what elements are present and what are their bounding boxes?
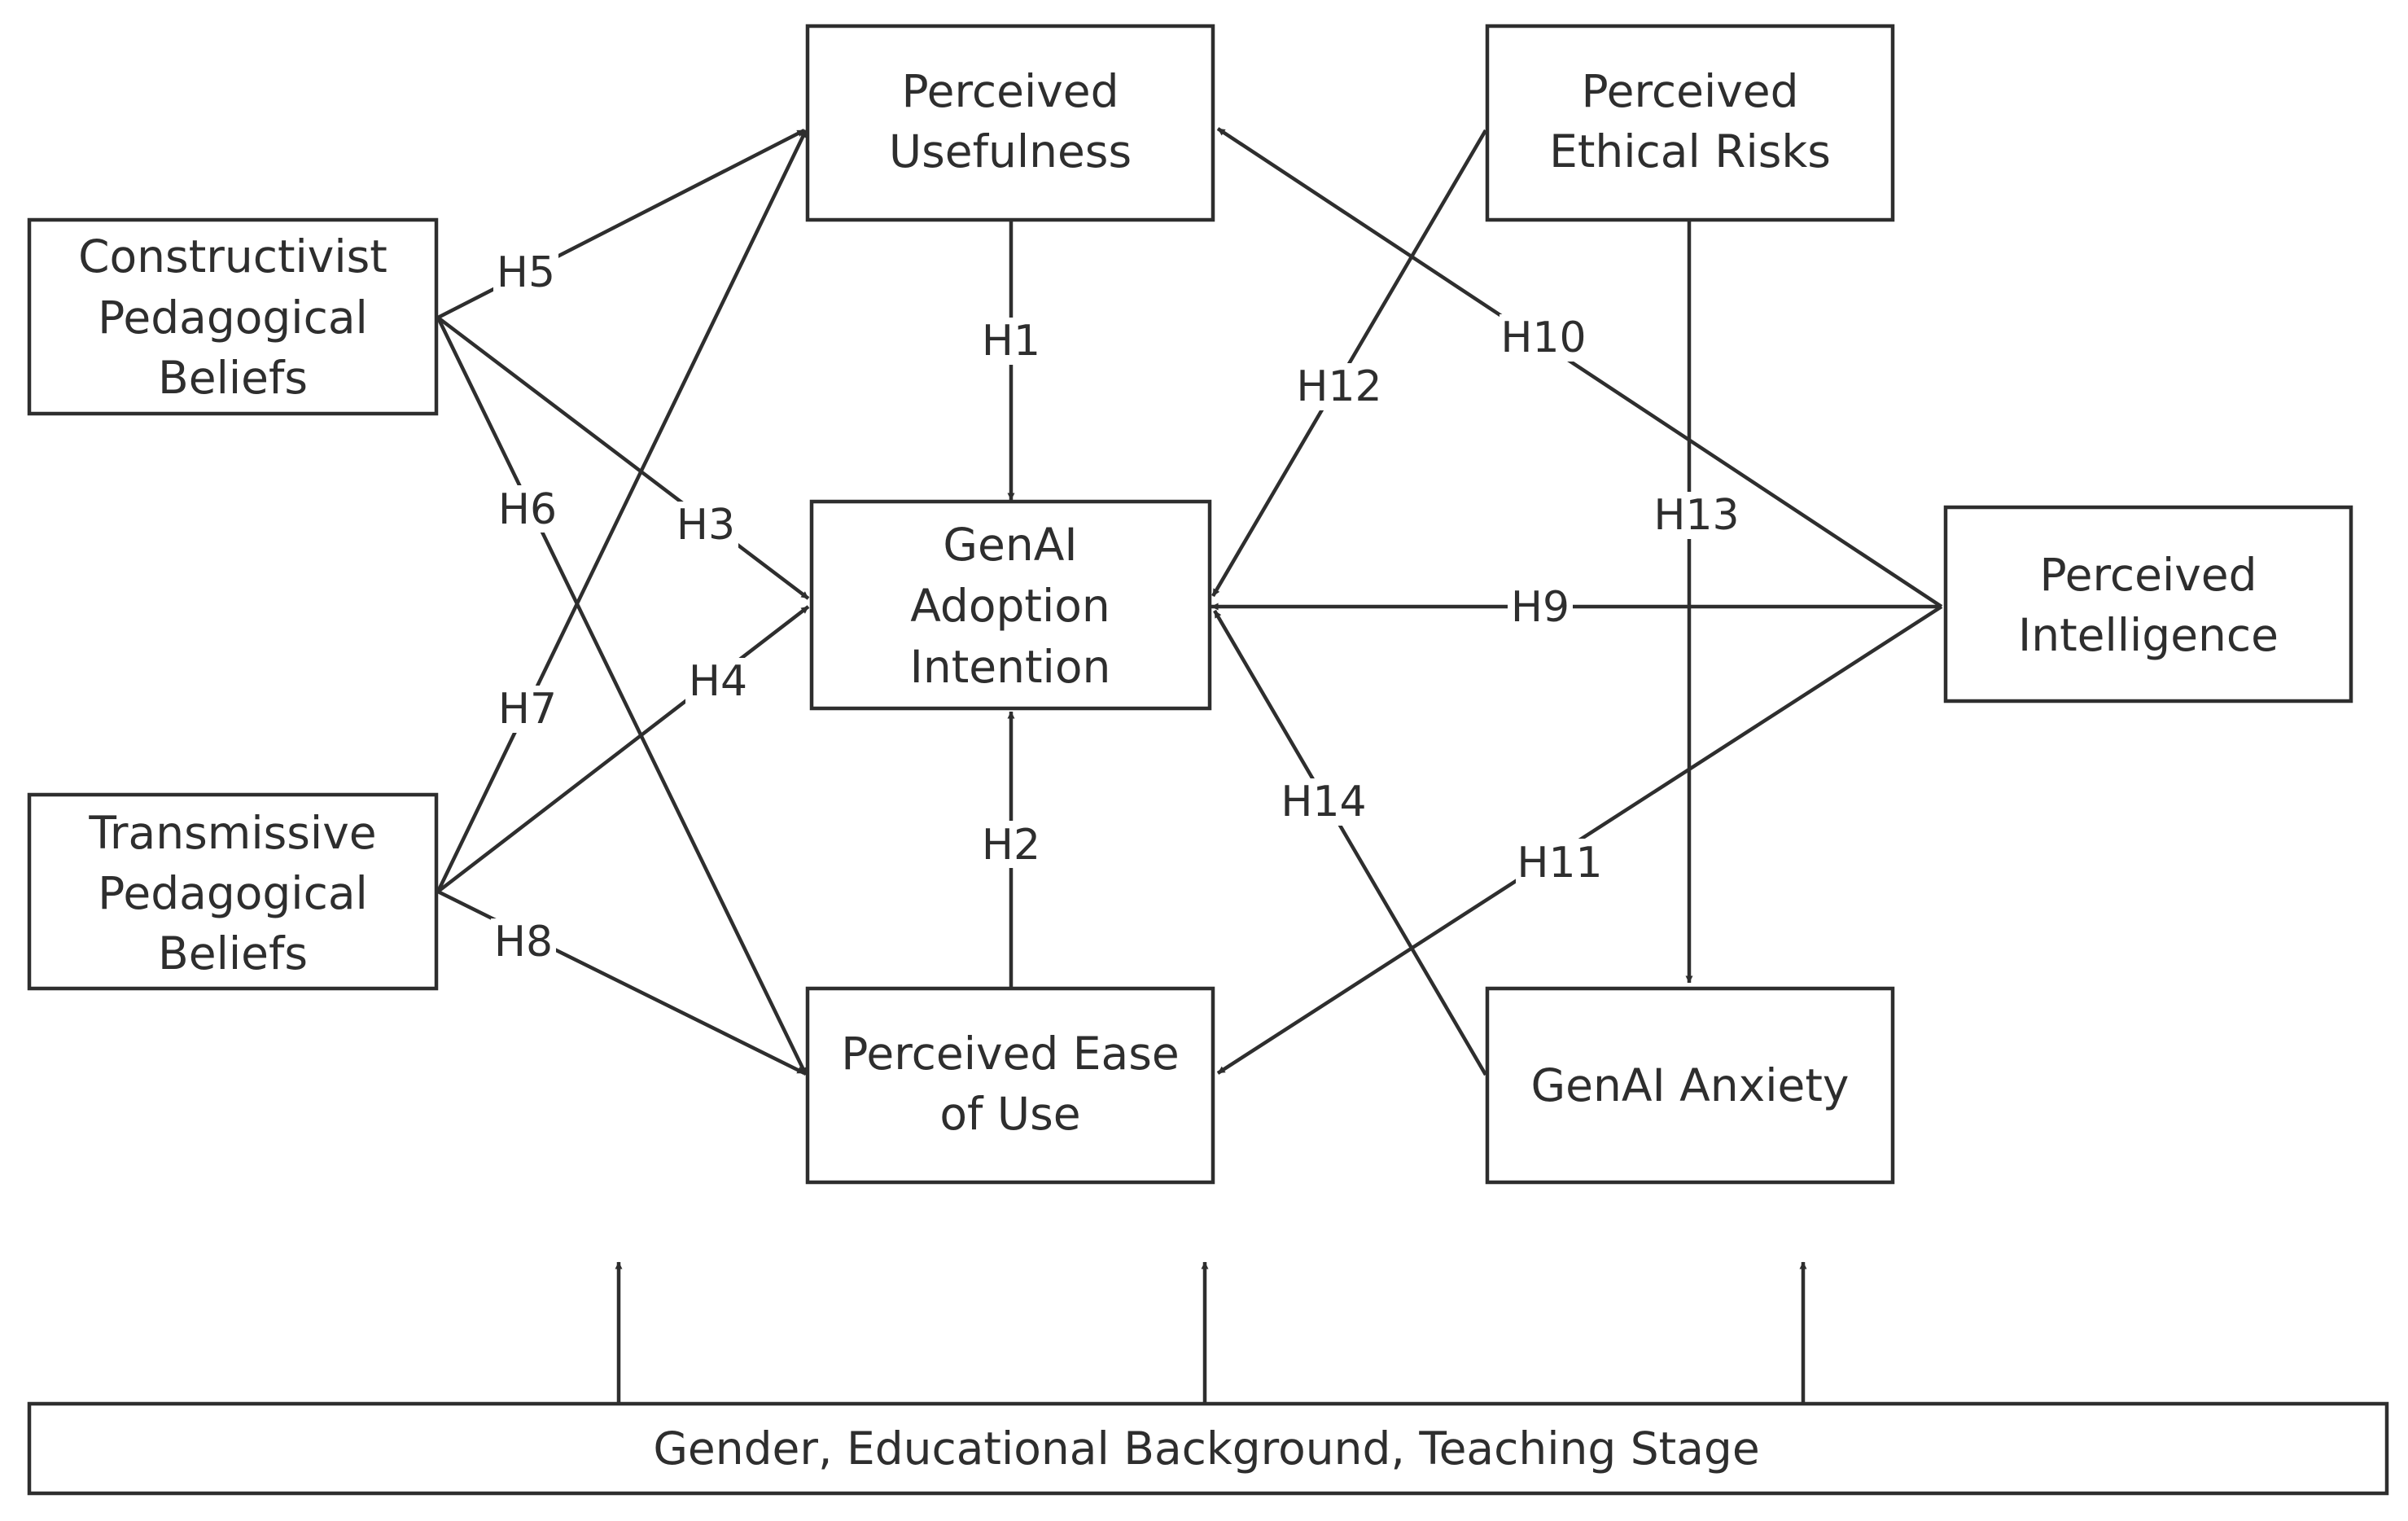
edge-h14 bbox=[1213, 609, 1487, 1076]
node-label-line: Gender, Educational Background, Teaching… bbox=[653, 1422, 1759, 1475]
node-label-line: GenAI bbox=[943, 519, 1077, 571]
node-genai-anxiety: GenAI Anxiety bbox=[1485, 986, 1895, 1185]
node-label-line: Pedagogical bbox=[98, 291, 368, 344]
construct-boxes: Perceived Usefulness Perceived Ethical R… bbox=[27, 24, 2389, 1496]
node-label-line: Perceived bbox=[1581, 65, 1798, 117]
node-label-line: Usefulness bbox=[889, 125, 1132, 178]
svg-text:H8: H8 bbox=[494, 918, 553, 967]
svg-text:H3: H3 bbox=[676, 501, 735, 550]
svg-text:H12: H12 bbox=[1296, 362, 1381, 411]
edge-h3 bbox=[436, 316, 810, 600]
edge-h6 bbox=[436, 317, 808, 1076]
svg-text:H5: H5 bbox=[497, 248, 555, 297]
node-label-line: Transmissive bbox=[88, 807, 376, 859]
svg-text:H6: H6 bbox=[498, 485, 557, 534]
node-label-line: Pedagogical bbox=[98, 867, 368, 919]
svg-text:H1: H1 bbox=[982, 317, 1040, 366]
node-control-variables: Gender, Educational Background, Teaching… bbox=[27, 1401, 2389, 1496]
edge-h5 bbox=[436, 128, 806, 320]
edge-h7 bbox=[436, 129, 808, 892]
node-label-line: Intelligence bbox=[2018, 609, 2279, 661]
svg-text:H14: H14 bbox=[1281, 778, 1366, 826]
node-label-line: Constructivist bbox=[78, 230, 387, 283]
svg-text:H7: H7 bbox=[498, 685, 557, 734]
svg-text:H10: H10 bbox=[1500, 313, 1586, 362]
edge-h10 bbox=[1216, 127, 1943, 608]
label-h12: H12 bbox=[1295, 362, 1383, 411]
node-label-line: Perceived bbox=[2039, 549, 2257, 601]
node-label-line: Perceived Ease bbox=[841, 1028, 1180, 1080]
svg-text:H9: H9 bbox=[1511, 583, 1570, 632]
node-label-line: GenAI Anxiety bbox=[1531, 1059, 1850, 1111]
node-label-line: Adoption bbox=[910, 580, 1110, 632]
node-label-line: Ethical Risks bbox=[1549, 125, 1831, 178]
node-label-line: Beliefs bbox=[158, 352, 308, 404]
node-transmissive-pedagogical-beliefs: Transmissive Pedagogical Beliefs bbox=[27, 792, 439, 991]
node-perceived-usefulness: Perceived Usefulness bbox=[805, 24, 1215, 222]
label-h3: H3 bbox=[673, 501, 738, 550]
edge-h4 bbox=[436, 605, 810, 893]
label-h13: H13 bbox=[1653, 491, 1740, 540]
node-constructivist-pedagogical-beliefs: Constructivist Pedagogical Beliefs bbox=[27, 217, 439, 416]
node-label-line: Beliefs bbox=[158, 927, 308, 980]
svg-text:H4: H4 bbox=[689, 657, 747, 706]
hypothesis-paths bbox=[436, 127, 1943, 1402]
label-h1: H1 bbox=[979, 317, 1043, 366]
label-h9: H9 bbox=[1508, 583, 1573, 632]
label-h7: H7 bbox=[495, 685, 560, 734]
node-label-line: Intention bbox=[910, 641, 1111, 693]
svg-text:H11: H11 bbox=[1517, 839, 1602, 888]
node-perceived-intelligence: Perceived Intelligence bbox=[1943, 505, 2353, 704]
label-h11: H11 bbox=[1516, 839, 1604, 888]
label-h4: H4 bbox=[685, 657, 751, 706]
node-genai-adoption-intention: GenAI Adoption Intention bbox=[809, 499, 1212, 711]
hypothesis-labels: H1 H2 H3 H4 H5 H6 H7 H8 H9 H10 H11 H12 H… bbox=[491, 248, 1740, 967]
node-label-line: of Use bbox=[939, 1088, 1080, 1140]
svg-text:H13: H13 bbox=[1653, 491, 1739, 540]
label-h5: H5 bbox=[493, 248, 558, 297]
svg-text:H2: H2 bbox=[982, 821, 1040, 870]
node-perceived-ease-of-use: Perceived Ease of Use bbox=[805, 986, 1215, 1185]
node-label-line: Perceived bbox=[901, 65, 1119, 117]
label-h2: H2 bbox=[979, 821, 1043, 870]
node-perceived-ethical-risks: Perceived Ethical Risks bbox=[1485, 24, 1895, 222]
label-h14: H14 bbox=[1280, 778, 1368, 826]
label-h6: H6 bbox=[495, 485, 560, 534]
label-h10: H10 bbox=[1500, 313, 1587, 362]
label-h8: H8 bbox=[491, 918, 556, 967]
